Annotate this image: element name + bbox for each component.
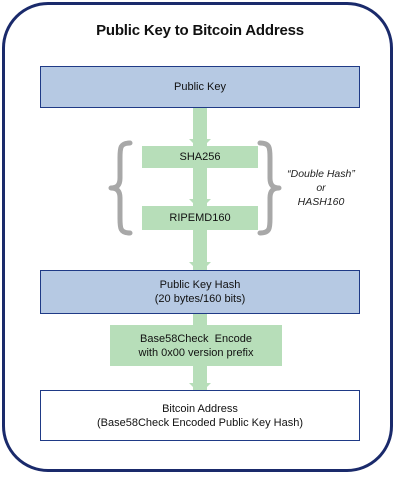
public-key-hash-label: Public Key Hash [159, 279, 241, 291]
left-curly-brace [108, 140, 133, 236]
sha256-label: SHA256 [179, 151, 221, 163]
base58check-encode-box: Base58Check Encode with 0x00 version pre… [110, 325, 282, 366]
public-key-box: Public Key [40, 66, 360, 108]
bitcoin-address-box: Bitcoin Address (Base58Check Encoded Pub… [40, 390, 360, 441]
bitcoin-address-sublabel: (Base58Check Encoded Public Key Hash) [96, 416, 304, 429]
annotation-or: or [316, 182, 326, 194]
bitcoin-address-label: Bitcoin Address [162, 402, 238, 415]
public-key-hash-sublabel: (20 bytes/160 bits) [154, 293, 246, 305]
base58check-sublabel: with 0x00 version prefix [138, 346, 254, 359]
ripemd160-label: RIPEMD160 [169, 212, 231, 224]
sha256-box: SHA256 [142, 146, 258, 168]
base58check-label: Base58Check Encode [140, 332, 252, 345]
double-hash-annotation: “Double Hash” or HASH160 [272, 167, 370, 209]
connector-hash-to-base58 [193, 313, 207, 325]
annotation-hash160: HASH160 [297, 196, 345, 208]
diagram-title: Public Key to Bitcoin Address [96, 22, 304, 39]
connector-sha256-to-ripemd160 [193, 167, 207, 207]
arrow-head-to-address [189, 383, 211, 394]
arrow-head-to-hash [189, 262, 211, 273]
connector-ripemd160-to-hash [193, 230, 207, 270]
public-key-hash-box: Public Key Hash (20 bytes/160 bits) [40, 270, 360, 314]
public-key-label: Public Key [174, 81, 226, 93]
arrow-head-to-sha256 [189, 139, 211, 150]
arrow-head-to-ripemd160 [189, 199, 211, 210]
ripemd160-box: RIPEMD160 [142, 206, 258, 230]
annotation-double-hash: “Double Hash” [287, 168, 355, 180]
connector-pubkey-to-sha256 [193, 107, 207, 147]
right-curly-brace [257, 140, 282, 236]
